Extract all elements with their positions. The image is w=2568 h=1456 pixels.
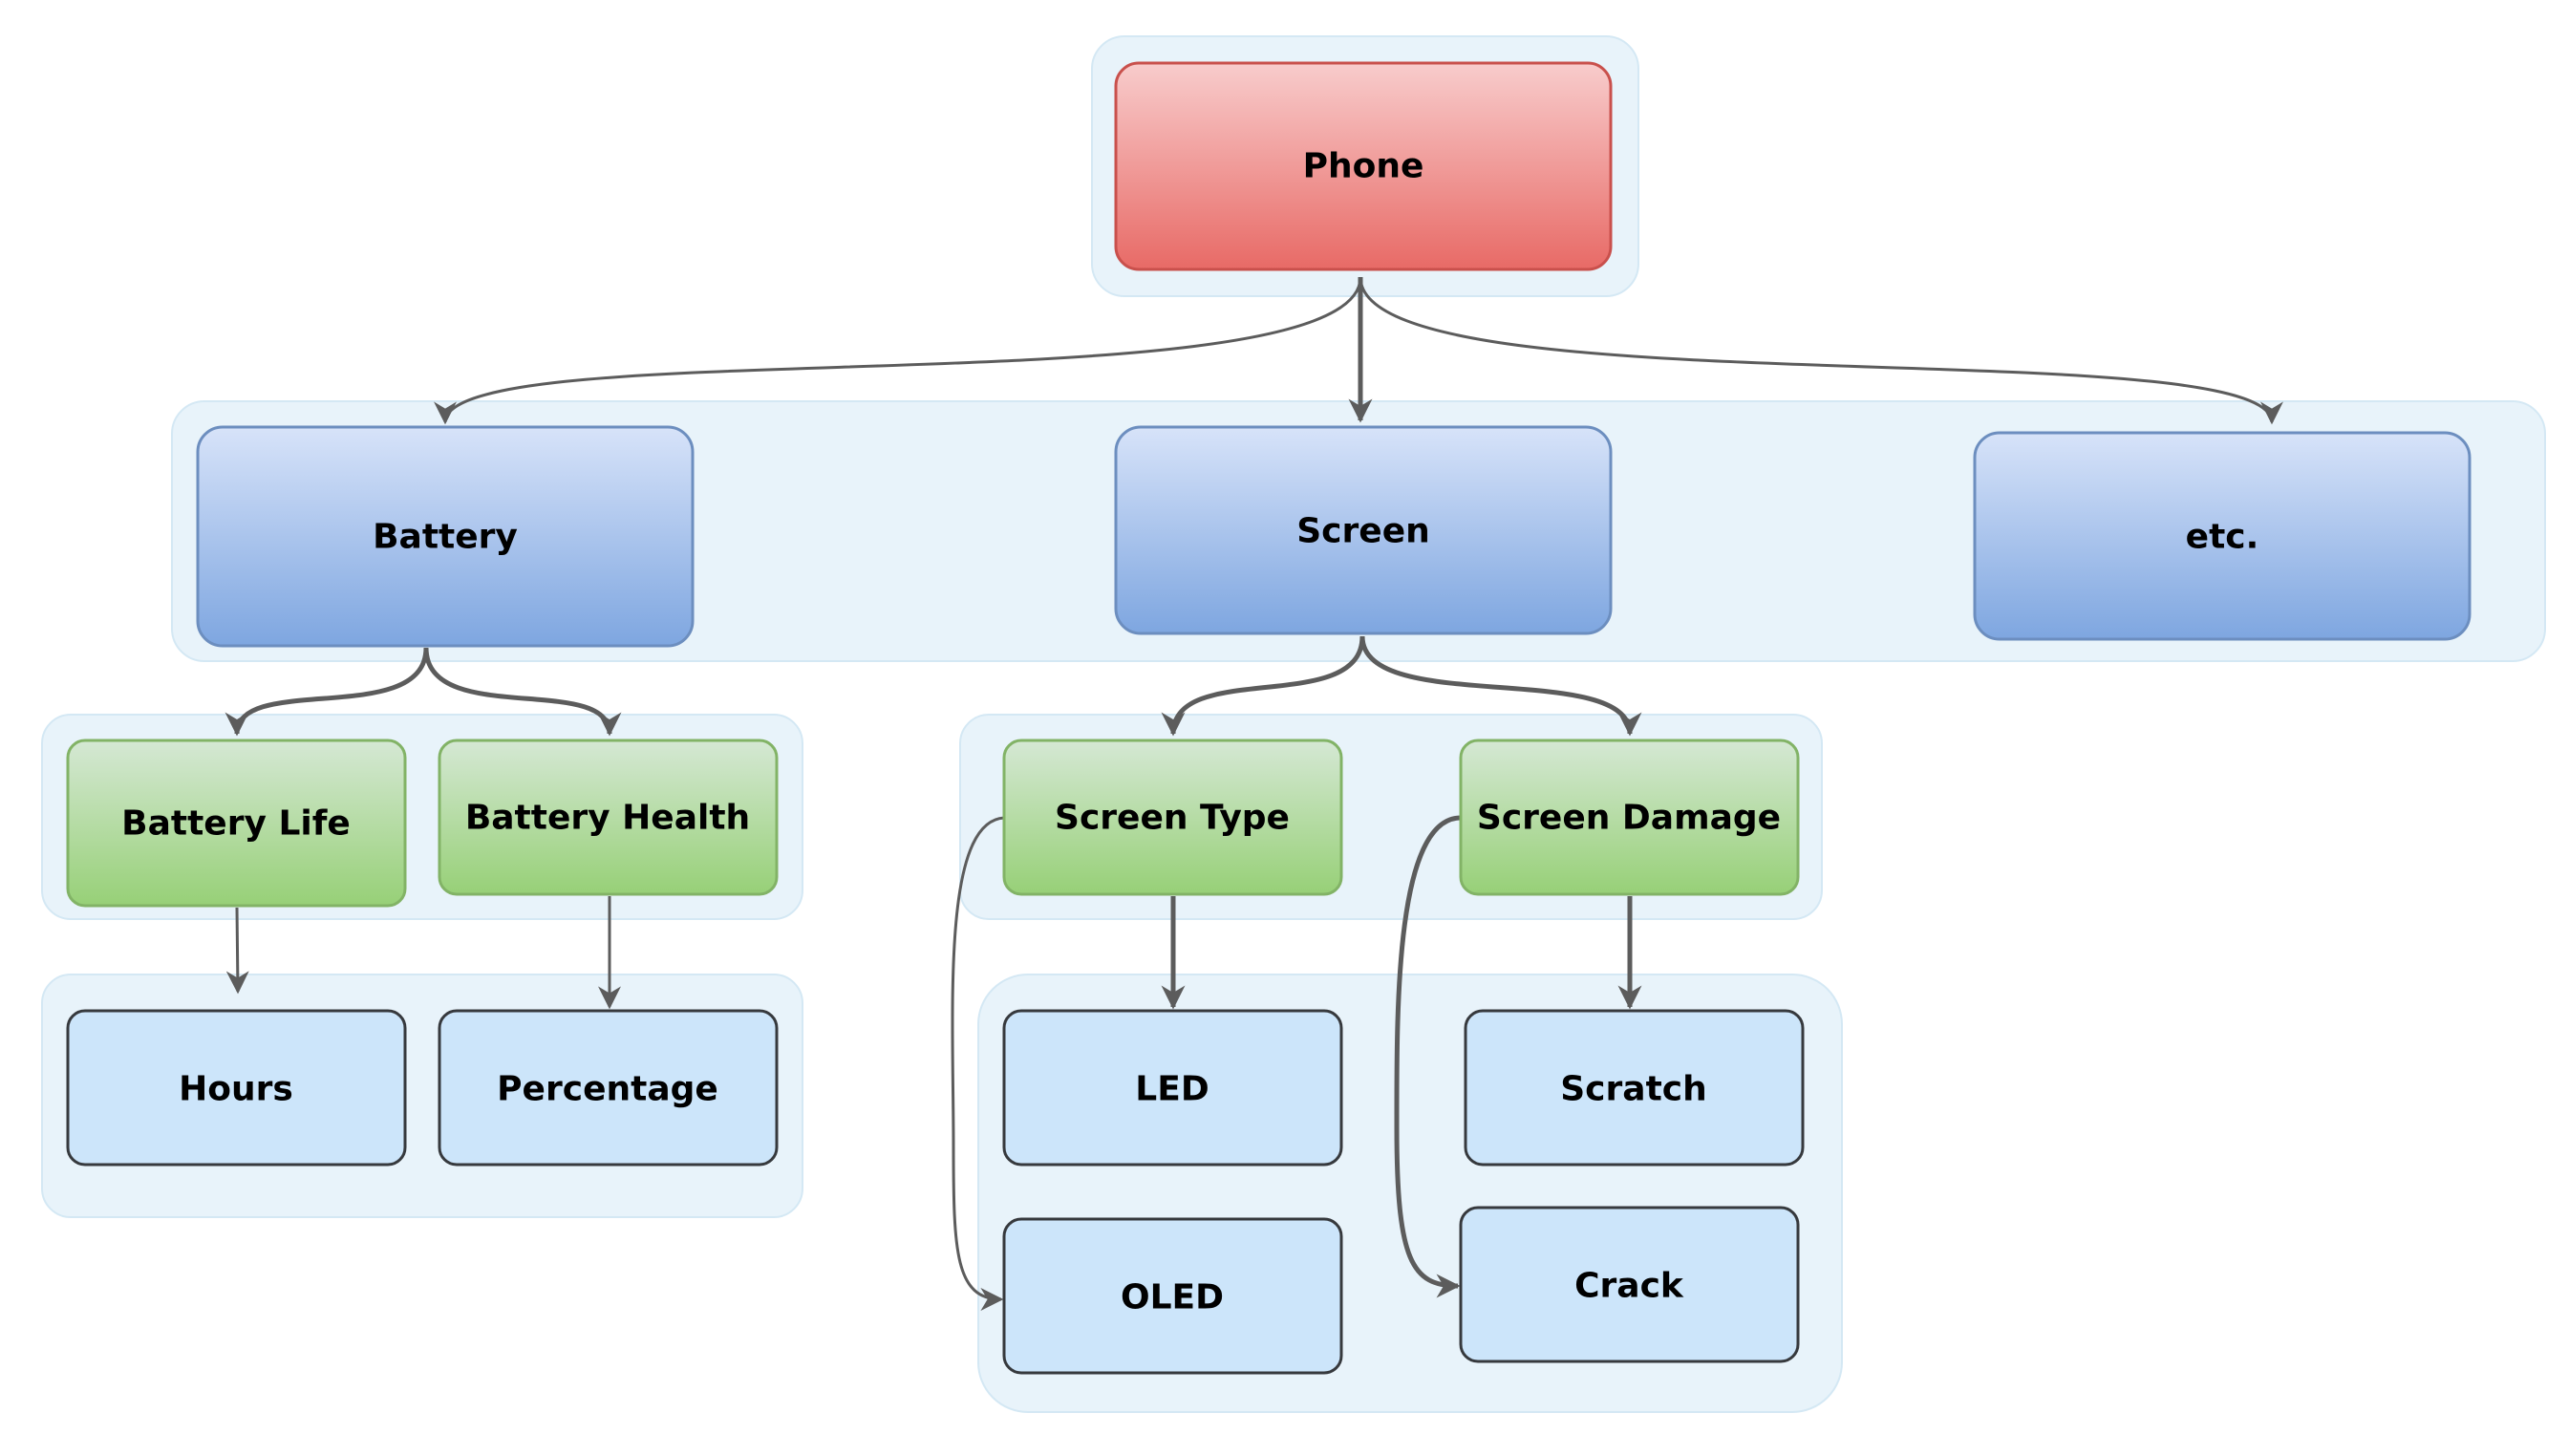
node-hours-label: Hours xyxy=(179,1070,293,1109)
node-screen-type[interactable]: Screen Type xyxy=(1002,739,1343,896)
node-hours[interactable]: Hours xyxy=(66,1009,407,1167)
edge-screen-damage-crack xyxy=(1394,815,1462,1298)
node-battery[interactable]: Battery xyxy=(196,425,695,648)
node-screen-label: Screen xyxy=(1296,512,1429,551)
node-oled[interactable]: OLED xyxy=(1002,1217,1343,1375)
node-percentage[interactable]: Percentage xyxy=(438,1009,779,1167)
edge-battery-battery-health xyxy=(423,647,622,737)
node-battery-life[interactable]: Battery Life xyxy=(66,739,407,908)
node-percentage-label: Percentage xyxy=(497,1070,718,1109)
node-screen-type-label: Screen Type xyxy=(1055,799,1290,838)
node-crack[interactable]: Crack xyxy=(1459,1206,1800,1363)
node-scratch-label: Scratch xyxy=(1560,1070,1707,1109)
edge-screen-type-oled xyxy=(951,816,1005,1311)
node-led[interactable]: LED xyxy=(1002,1009,1343,1167)
nodes: Phone Battery Screen etc. Battery Life B… xyxy=(66,61,2472,1375)
node-battery-life-label: Battery Life xyxy=(121,804,351,844)
node-phone[interactable]: Phone xyxy=(1114,61,1613,271)
node-led-label: LED xyxy=(1135,1070,1209,1109)
node-screen-damage[interactable]: Screen Damage xyxy=(1459,739,1800,896)
node-etc-label: etc. xyxy=(2186,518,2259,557)
node-oled-label: OLED xyxy=(1121,1278,1224,1317)
edge-screen-screen-damage xyxy=(1359,635,1642,737)
node-battery-health[interactable]: Battery Health xyxy=(438,739,779,896)
edge-battery-battery-life xyxy=(225,647,429,737)
node-battery-health-label: Battery Health xyxy=(465,799,750,838)
node-phone-label: Phone xyxy=(1303,147,1424,186)
edge-screen-screen-type xyxy=(1161,635,1365,737)
node-battery-label: Battery xyxy=(373,518,518,557)
node-etc[interactable]: etc. xyxy=(1973,431,2472,641)
edge-phone-battery xyxy=(434,276,1362,425)
node-crack-label: Crack xyxy=(1574,1267,1684,1306)
edges xyxy=(225,276,2283,1311)
node-scratch[interactable]: Scratch xyxy=(1464,1009,1805,1167)
node-screen-damage-label: Screen Damage xyxy=(1477,799,1781,838)
node-screen[interactable]: Screen xyxy=(1114,425,1613,635)
edge-phone-etc xyxy=(1359,276,2283,425)
edge-battery-life-hours xyxy=(225,907,249,995)
